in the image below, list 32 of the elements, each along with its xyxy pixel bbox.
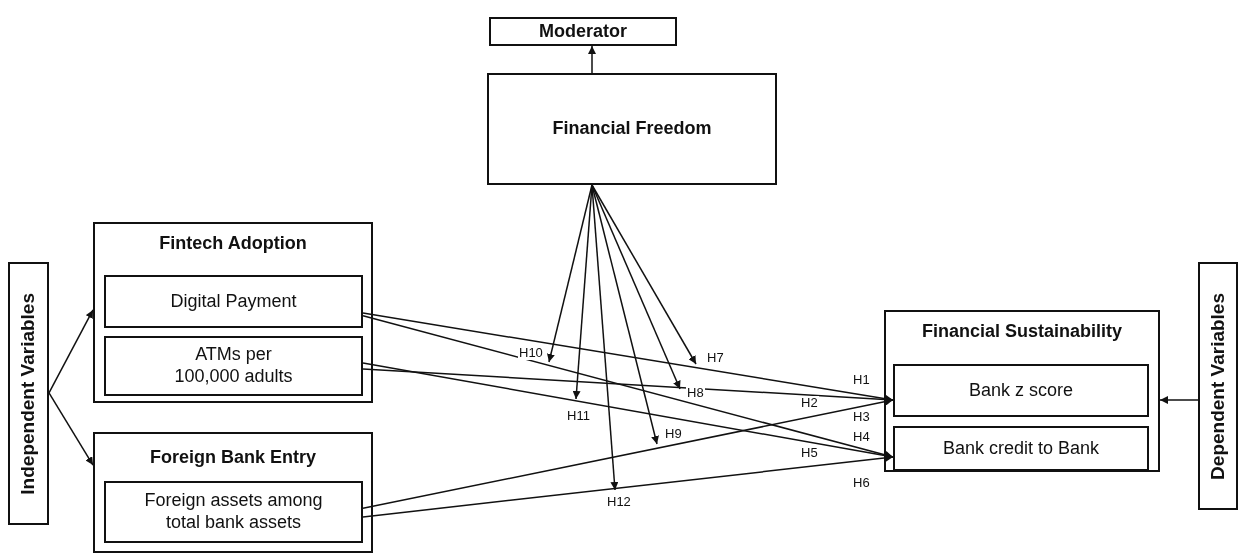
- indicator-box: [104, 481, 363, 543]
- box-title: Independent Variables: [17, 292, 40, 495]
- arrow: [591, 184, 697, 365]
- box-title: Financial Freedom: [552, 118, 712, 140]
- arrow: [591, 184, 681, 390]
- arrow: [48, 392, 94, 466]
- indicator-box: [893, 426, 1149, 471]
- group-box: [93, 432, 373, 553]
- indicator-box: [893, 364, 1149, 417]
- arrow: [588, 45, 596, 74]
- box-text: Foreign assets among total bank assets: [143, 490, 324, 534]
- box-text: Bank credit to Bank: [942, 437, 1100, 460]
- group-box: [93, 222, 373, 403]
- arrow: [1159, 396, 1199, 405]
- box-title: Financial Sustainability: [921, 321, 1123, 343]
- box-title: Dependent Variables: [1206, 292, 1229, 480]
- construct-box: [487, 73, 777, 185]
- box-text: ATMs per 100,000 adults: [173, 344, 294, 388]
- indicator-box: [104, 336, 363, 396]
- box-title: Fintech Adoption: [159, 233, 307, 255]
- group-box: [884, 310, 1160, 472]
- edge-label: H10: [518, 346, 544, 361]
- side-label-box: [1198, 262, 1238, 510]
- box-text: Digital Payment: [170, 290, 297, 313]
- arrow: [362, 397, 894, 510]
- box-title: Foreign Bank Entry: [150, 447, 316, 469]
- moderator-box: [489, 17, 677, 46]
- box-text: Bank z score: [968, 379, 1073, 402]
- arrow: [48, 309, 94, 394]
- side-label-box: [8, 262, 49, 525]
- box-title: Moderator: [539, 20, 627, 43]
- indicator-box: [104, 275, 363, 328]
